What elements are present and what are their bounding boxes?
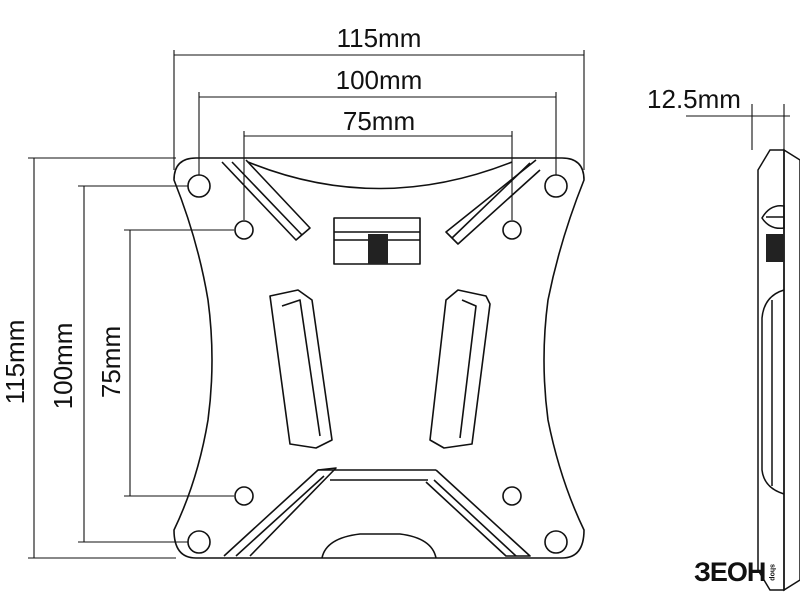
slot-left (269, 289, 333, 449)
rail-top-right (445, 159, 541, 245)
side-plate-back (783, 148, 800, 592)
rail-bottom-left-inner (235, 475, 325, 557)
plate-outline (173, 157, 585, 559)
rail-bottom-left (223, 467, 337, 557)
side-lock-tab (766, 234, 784, 262)
rail-bottom-right-inner (433, 479, 517, 557)
hole-75-bottom-right (502, 486, 522, 506)
logo-sub-text: shop (768, 563, 776, 581)
hole-100-bottom-right (544, 530, 568, 554)
hole-75-top-left (234, 220, 254, 240)
label-width-100: 100mm (336, 65, 423, 95)
label-width-75: 75mm (343, 106, 415, 136)
slot-right-inner (459, 299, 477, 439)
label-height-115: 115mm (0, 320, 30, 405)
rail-top-left-inner (231, 161, 303, 236)
rail-top-left (221, 159, 311, 241)
bottom-tab (321, 533, 437, 559)
rail-top-right-inner (451, 162, 531, 239)
rail-bottom-right (425, 469, 531, 557)
slot-left-inner (281, 299, 321, 437)
hole-100-top-right (544, 174, 568, 198)
hole-75-bottom-left (234, 486, 254, 506)
side-bump-upper (761, 289, 785, 495)
logo-main-text: ЗЕОН (694, 557, 766, 587)
slot-right (429, 289, 491, 449)
label-depth: 12.5mm (647, 84, 741, 114)
side-view (757, 148, 800, 592)
label-height-75: 75mm (96, 326, 126, 398)
dimension-lines (28, 50, 790, 559)
side-plate-front (757, 149, 785, 591)
hole-75-top-right (502, 220, 522, 240)
zeon-logo: ЗЕОН shop (694, 558, 775, 586)
label-height-100: 100mm (48, 323, 78, 410)
hole-100-top-left (187, 174, 211, 198)
lock-tab (368, 234, 388, 264)
label-width-115: 115mm (337, 23, 422, 53)
hole-100-bottom-left (187, 530, 211, 554)
top-arch (247, 161, 513, 190)
